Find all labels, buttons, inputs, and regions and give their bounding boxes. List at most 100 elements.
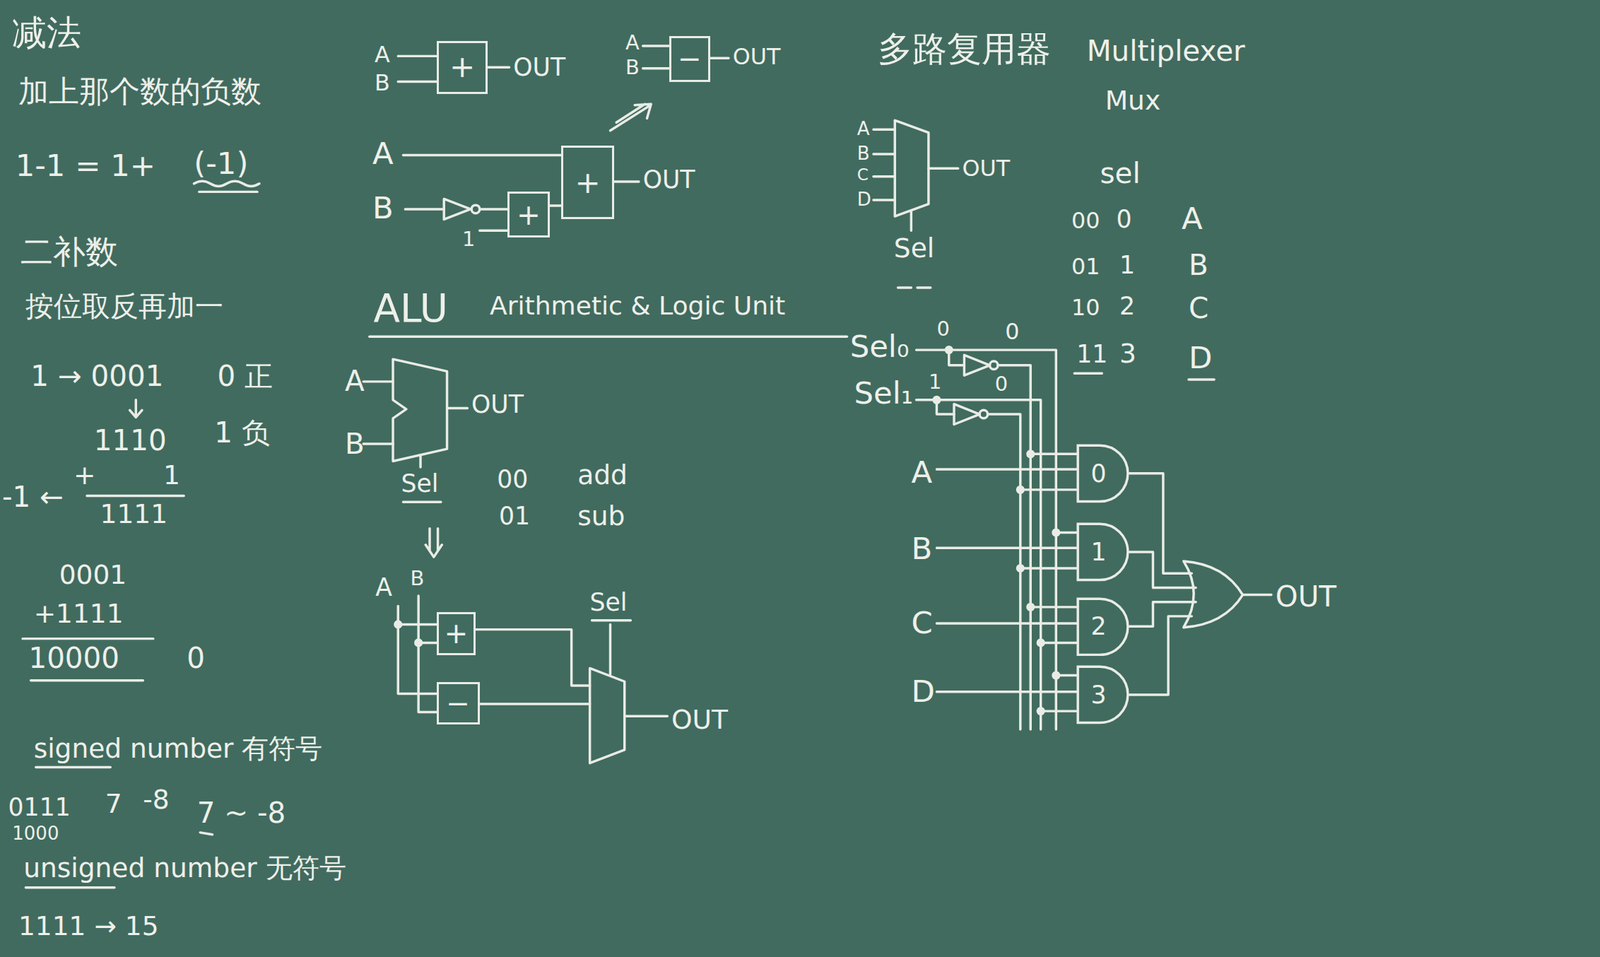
- chalk-label: add: [577, 459, 628, 492]
- chalk-label: 1 负: [214, 415, 270, 451]
- chalk-label: 1: [163, 459, 181, 492]
- node-text: +: [516, 199, 541, 231]
- and-gate: 0: [1076, 443, 1130, 504]
- node-text: 2: [1090, 612, 1107, 640]
- chalk-label: OUT: [513, 53, 566, 83]
- chalk-label: Arithmetic & Logic Unit: [489, 291, 786, 322]
- chalk-label: B: [910, 530, 933, 568]
- chalk-label: 00: [1071, 207, 1100, 234]
- chalk-label: Sel: [893, 232, 935, 265]
- and-gate-shape: [1077, 445, 1128, 502]
- chalk-label: 1111: [100, 498, 169, 531]
- chalk-label: B: [625, 55, 640, 80]
- chalk-label: OUT: [1275, 579, 1337, 615]
- chalk-label: 0: [1116, 204, 1133, 235]
- chalk-label: 11: [1076, 339, 1108, 370]
- chalk-label: 加上那个数的负数: [18, 73, 262, 111]
- chalk-label: sub: [577, 500, 625, 533]
- chalk-label: 0 正: [217, 359, 274, 394]
- chalk-label: -8: [142, 783, 169, 816]
- chalk-label: D: [857, 188, 872, 211]
- arithmetic-box: +: [436, 40, 488, 94]
- chalk-label: A: [857, 118, 870, 140]
- chalk-label: C: [857, 165, 869, 186]
- chalk-label: +1111: [33, 597, 124, 630]
- and-gate: 2: [1076, 597, 1130, 657]
- wire: [549, 204, 562, 207]
- and-gate-shape: [1077, 598, 1128, 655]
- chalk-label: B: [409, 566, 425, 591]
- chalk-label: OUT: [671, 703, 728, 736]
- arithmetic-box: −: [436, 681, 480, 726]
- chalk-label: A: [372, 135, 394, 173]
- chalk-label: 7 ~ -8: [197, 795, 287, 831]
- chalk-label: 0: [995, 371, 1008, 397]
- chalk-label: B: [1188, 248, 1209, 283]
- chalk-label: OUT: [962, 154, 1011, 182]
- chalk-label: 10: [1071, 293, 1100, 321]
- chalk-label: A: [1181, 200, 1203, 238]
- arithmetic-box: −: [669, 36, 711, 82]
- chalk-label: Sel₁: [854, 375, 914, 413]
- chalk-label: 二补数: [20, 232, 119, 272]
- node-text: 3: [1090, 681, 1107, 709]
- node-text: −: [677, 43, 702, 75]
- node-text: +: [575, 166, 601, 200]
- chalk-label: Mux: [1105, 84, 1161, 117]
- chalk-label: 0001: [59, 559, 128, 591]
- node-text: +: [443, 617, 468, 649]
- chalk-label: A: [344, 363, 365, 399]
- chalk-label: 01: [498, 501, 531, 532]
- chalk-label: A: [625, 30, 640, 56]
- chalk-label: OUT: [471, 390, 524, 420]
- chalk-label: (-1): [193, 145, 249, 183]
- chalk-label: 多路复用器: [877, 28, 1051, 70]
- chalk-label: 1: [928, 369, 942, 395]
- chalk-label: 1110: [93, 423, 167, 458]
- chalk-label: 按位取反再加一: [25, 289, 224, 324]
- chalk-label: 0: [1004, 318, 1020, 345]
- chalk-label: +: [73, 459, 96, 492]
- chalk-label: ALU: [373, 285, 449, 333]
- and-gate: 1: [1076, 522, 1130, 582]
- chalk-label: 1000: [12, 822, 59, 845]
- node-text: −: [445, 687, 470, 719]
- chalk-label: B: [344, 426, 365, 462]
- chalk-label: 01: [1071, 253, 1100, 280]
- chalk-label: OUT: [732, 43, 781, 70]
- chalk-label: -1 ←: [2, 479, 64, 515]
- chalk-label: A: [910, 454, 933, 492]
- node-text: +: [449, 50, 475, 85]
- chalk-label: B: [374, 69, 391, 97]
- chalk-label: 0: [186, 640, 205, 676]
- node-text: 1: [1090, 538, 1107, 566]
- chalk-label: B: [372, 190, 394, 227]
- arithmetic-box: +: [436, 612, 476, 656]
- chalk-label: B: [857, 142, 870, 165]
- node-text: 0: [1090, 460, 1107, 487]
- arithmetic-box: +: [507, 191, 551, 238]
- chalk-label: unsigned number 无符号: [23, 852, 346, 885]
- chalk-label: 0: [936, 316, 950, 342]
- chalk-label: 1 → 0001: [30, 359, 164, 394]
- chalk-label: 00: [496, 465, 528, 495]
- arithmetic-box: +: [561, 145, 615, 220]
- chalk-label: D: [910, 673, 935, 711]
- chalk-label: A: [375, 573, 393, 603]
- chalk-label: 0111: [8, 792, 71, 823]
- chalk-label: signed number 有符号: [33, 732, 323, 765]
- and-gate-shape: [1077, 667, 1128, 723]
- and-gate-shape: [1077, 523, 1128, 580]
- chalk-label: 3: [1119, 337, 1137, 370]
- chalk-label: Sel: [400, 469, 439, 499]
- chalk-label: Sel₀: [850, 328, 910, 366]
- chalk-label: OUT: [643, 165, 696, 196]
- chalk-label: sel: [1100, 156, 1141, 191]
- chalk-label: C: [1188, 291, 1209, 326]
- chalk-label: 减法: [12, 12, 82, 54]
- chalk-label: 7: [105, 787, 123, 820]
- chalk-label: D: [1188, 339, 1213, 377]
- chalk-label: Multiplexer: [1086, 33, 1246, 69]
- chalk-label: 1-1 = 1+: [15, 147, 156, 185]
